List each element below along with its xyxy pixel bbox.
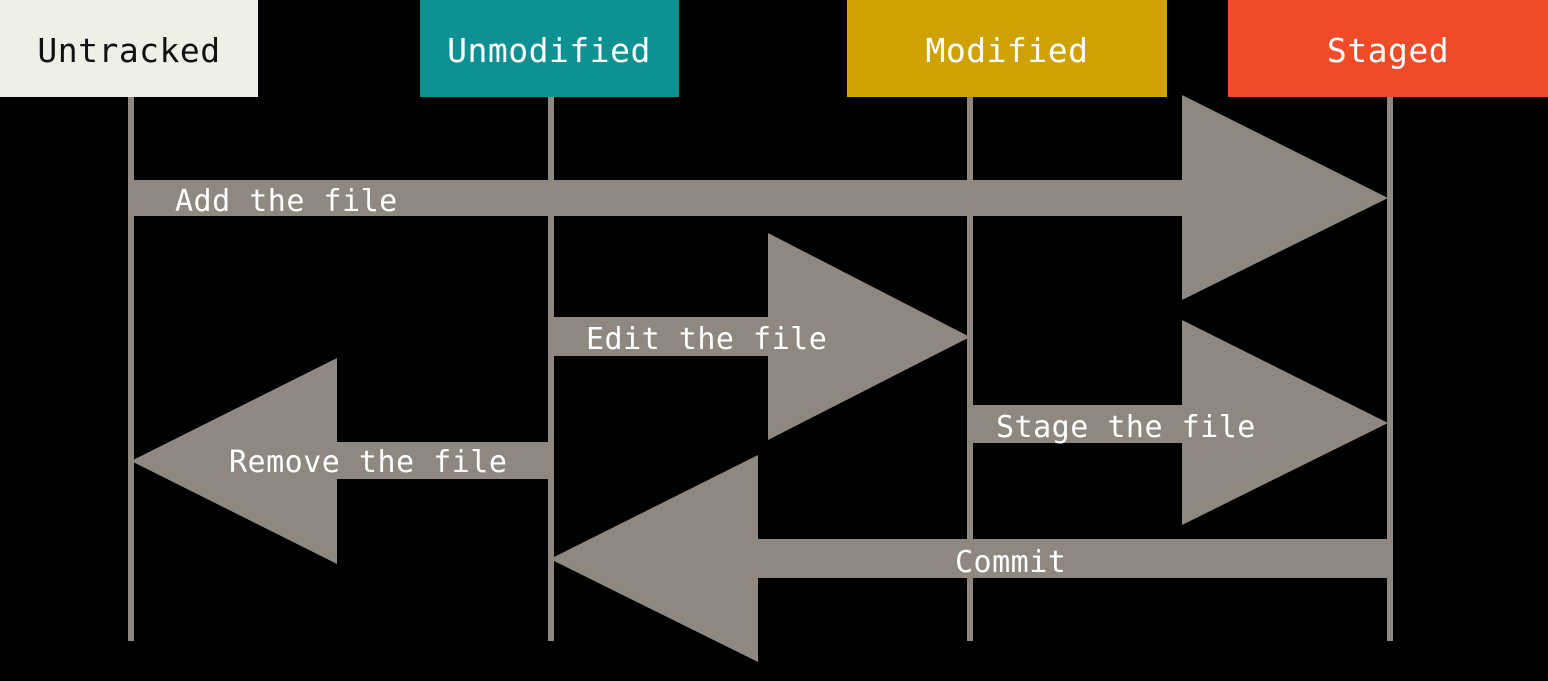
arrow-commit-shape: [550, 455, 1390, 662]
state-box-unmodified[interactable]: Unmodified: [420, 0, 679, 97]
arrow-edit-the-file[interactable]: [550, 233, 970, 440]
state-box-untracked[interactable]: Untracked: [0, 0, 258, 97]
transition-labels: Add the file Edit the file Stage the fil…: [175, 184, 1256, 580]
state-label-staged: Staged: [1327, 31, 1449, 70]
state-box-modified[interactable]: Modified: [847, 0, 1167, 97]
transition-label-remove-the-file: Remove the file: [229, 445, 507, 480]
transition-label-edit-the-file: Edit the file: [586, 322, 827, 357]
lifelines: [128, 97, 1393, 641]
arrow-add-the-file-shape: [131, 95, 1388, 300]
state-box-modified-rect: [847, 0, 1167, 97]
arrow-commit[interactable]: [550, 455, 1390, 662]
lifeline-staged: [1387, 97, 1393, 641]
lifeline-untracked: [128, 97, 134, 641]
transition-label-commit: Commit: [955, 545, 1066, 580]
arrow-remove-the-file-shape: [131, 358, 550, 564]
state-label-modified: Modified: [926, 31, 1089, 70]
state-headers: Untracked Unmodified Modified Staged: [0, 0, 1548, 97]
lifeline-unmodified: [548, 97, 554, 641]
arrow-remove-the-file[interactable]: [131, 358, 550, 564]
arrow-edit-the-file-shape: [550, 233, 970, 440]
transition-label-stage-the-file: Stage the file: [996, 410, 1256, 445]
arrow-stage-the-file-shape: [970, 320, 1388, 525]
arrow-add-the-file[interactable]: [131, 95, 1388, 300]
arrow-stage-the-file[interactable]: [970, 320, 1388, 525]
state-label-unmodified: Unmodified: [447, 31, 651, 70]
state-box-unmodified-rect: [420, 0, 679, 97]
state-box-untracked-rect: [0, 0, 258, 97]
state-box-staged-rect: [1228, 0, 1548, 97]
transition-label-add-the-file: Add the file: [175, 184, 398, 219]
lifeline-modified: [967, 97, 973, 641]
state-box-staged[interactable]: Staged: [1228, 0, 1548, 97]
state-label-untracked: Untracked: [37, 31, 220, 70]
